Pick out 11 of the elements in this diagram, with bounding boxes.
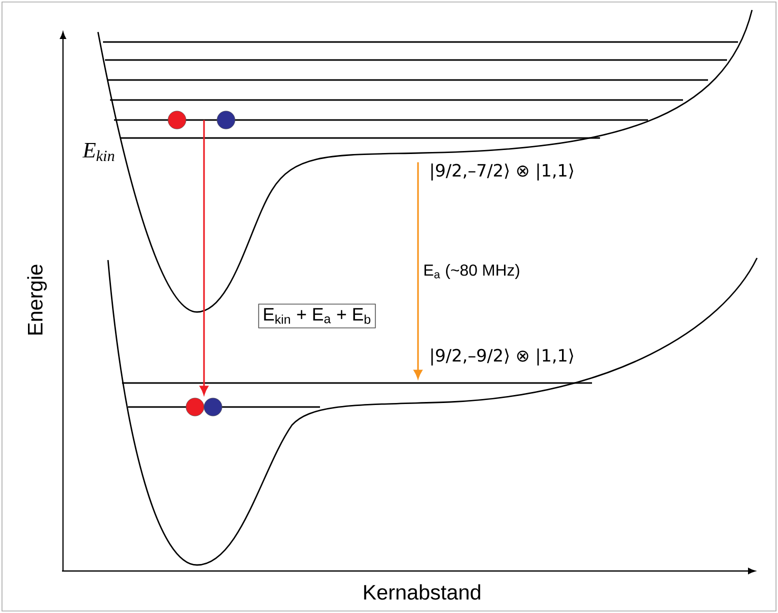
arrow — [200, 120, 208, 395]
arrow — [414, 162, 422, 379]
edge-label: E$_{a}$ (~80 MHz) — [424, 264, 520, 279]
atom-pair — [168, 110, 236, 130]
axis-title: Energie — [27, 264, 47, 334]
axis-title: Kernabstand — [364, 584, 480, 600]
formula-box: E$_{kin}$ + E$_{a}$ + E$_{b}$ — [258, 304, 376, 328]
atom-pair — [186, 398, 222, 416]
energy-label: E$_{kin}$ — [82, 143, 114, 161]
ket-label: |9/2,–9/2⟩ ⊗ |1,1⟩ — [431, 348, 574, 366]
ket-label: |9/2,–7/2⟩ ⊗ |1,1⟩ — [431, 164, 574, 180]
